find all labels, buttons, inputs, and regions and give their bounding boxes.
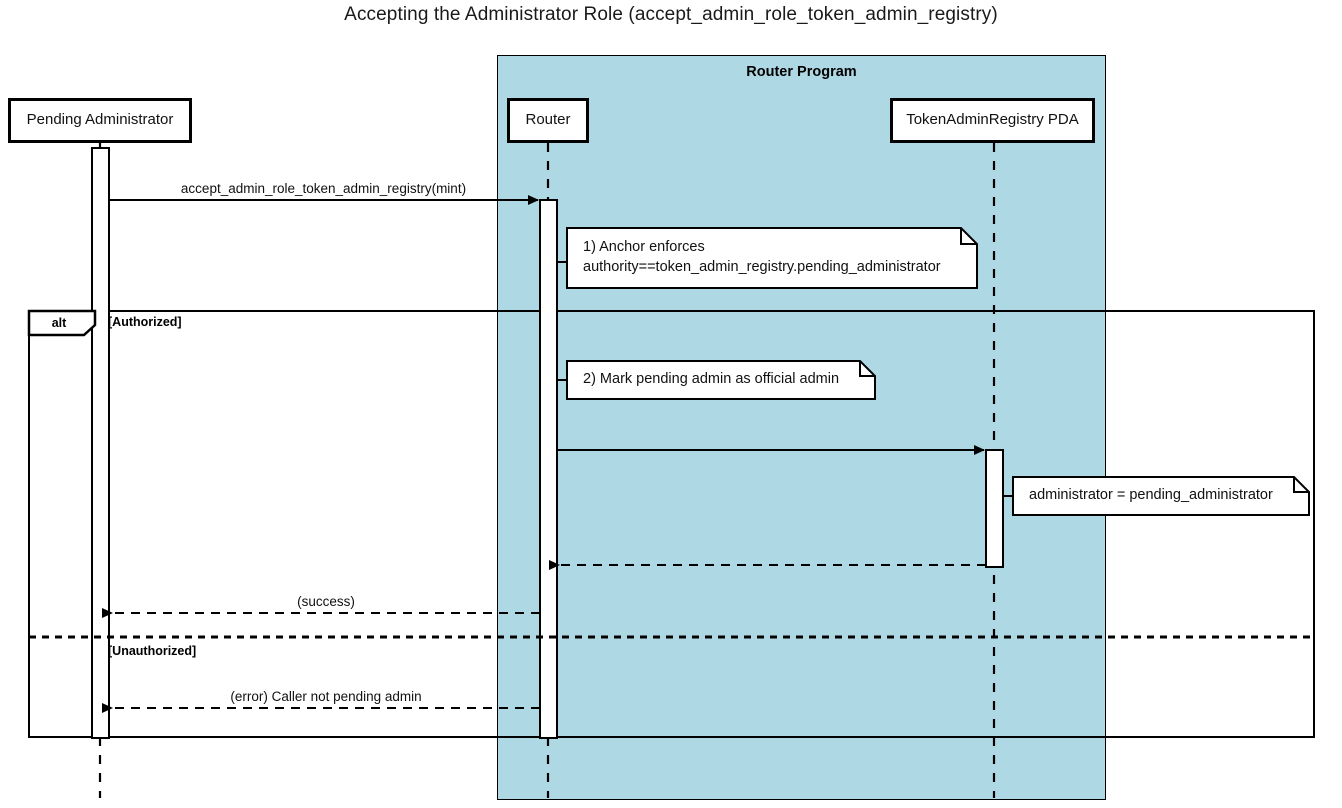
participant-pending-administrator[interactable]: Pending Administrator <box>8 98 192 143</box>
participant-token-admin-registry-pda[interactable]: TokenAdminRegistry PDA <box>890 98 1095 143</box>
alt-operator-label: alt <box>51 316 67 330</box>
activation-token-admin-registry-pda <box>985 449 1004 568</box>
note-anchor-enforces: 1) Anchor enforces authority==token_admi… <box>583 239 941 275</box>
note-anchor-enforces-shape <box>557 227 978 289</box>
activation-router <box>539 199 558 739</box>
guard-unauthorized: [Unauthorized] <box>108 644 197 658</box>
page-title: Accepting the Administrator Role (accept… <box>344 4 998 25</box>
participant-router[interactable]: Router <box>507 98 589 143</box>
participant-label: Pending Administrator <box>26 111 174 129</box>
note-administrator-assignment: administrator = pending_administrator <box>1029 487 1273 504</box>
participant-label: Router <box>525 111 571 129</box>
activation-pending-administrator <box>91 147 110 739</box>
message-label-error: (error) Caller not pending admin <box>230 689 422 704</box>
note-mark-pending-admin-shape <box>557 360 876 400</box>
guard-authorized: [Authorized] <box>108 315 182 329</box>
message-label-success: (success) <box>297 594 355 609</box>
note-administrator-assignment-shape <box>1003 476 1310 516</box>
alt-operator-tag-shape <box>27 309 97 337</box>
package-title: Router Program <box>746 64 857 80</box>
note-mark-pending-admin: 2) Mark pending admin as official admin <box>583 371 840 388</box>
alt-fragment <box>28 310 1315 738</box>
package-router-program: Router Program <box>497 55 1106 800</box>
participant-label: TokenAdminRegistry PDA <box>906 111 1079 129</box>
message-label-accept-admin-role: accept_admin_role_token_admin_registry(m… <box>180 181 467 196</box>
